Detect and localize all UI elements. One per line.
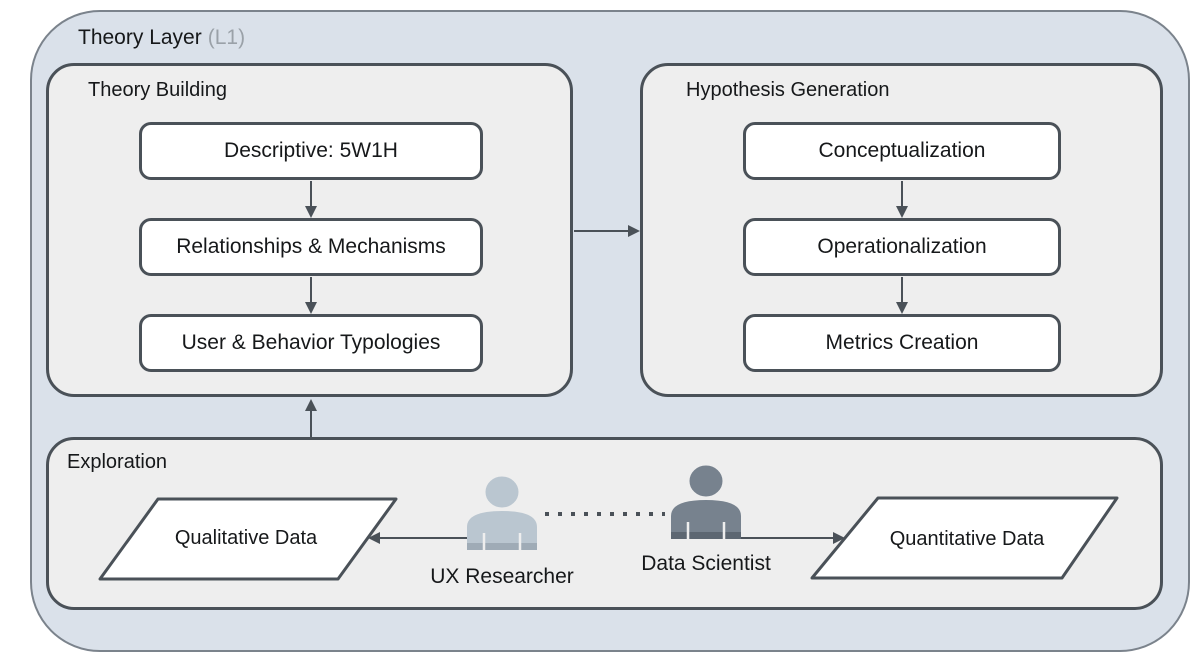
hypothesis-generation-label: Hypothesis Generation [686, 79, 890, 101]
theory-building-label: Theory Building [88, 79, 227, 101]
data-scientist-label: Data Scientist [641, 552, 771, 575]
exploration-label: Exploration [67, 451, 168, 473]
ux-researcher-label: UX Researcher [430, 565, 574, 588]
quantitative-data-label: Quantitative Data [889, 528, 1045, 550]
node-operationalization: Operationalization [743, 218, 1061, 276]
page-title: Theory Layer(L1) [78, 26, 245, 50]
node-metrics-creation: Metrics Creation [743, 314, 1061, 372]
qualitative-data-label: Qualitative Data [174, 527, 318, 549]
node-descriptive-5w1h: Descriptive: 5W1H [139, 122, 483, 180]
node-conceptualization: Conceptualization [743, 122, 1061, 180]
page-title-layer-tag: (L1) [207, 26, 246, 49]
node-relationships-mechanisms: Relationships & Mechanisms [139, 218, 483, 276]
page-title-main: Theory Layer [78, 26, 202, 49]
node-user-behavior-typologies: User & Behavior Typologies [139, 314, 483, 372]
